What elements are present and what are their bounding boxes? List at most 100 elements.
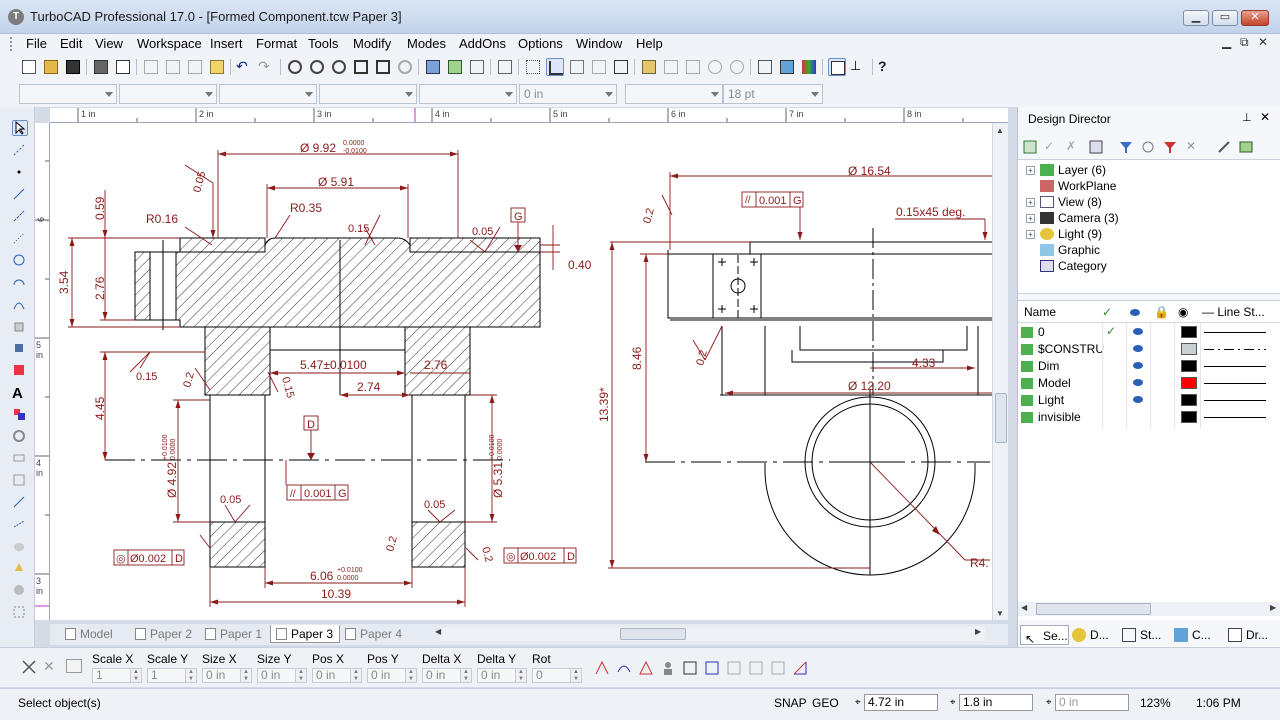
tab-paper-2[interactable]: Paper 2 — [130, 625, 200, 643]
list-item[interactable]: Model — [1018, 375, 1280, 392]
spinner-icon[interactable]: ▲▼ — [350, 668, 362, 683]
layer-combo[interactable] — [319, 84, 417, 104]
layer-color-swatch[interactable] — [1181, 394, 1197, 406]
tree-item-layer[interactable]: Layer (6) — [1058, 163, 1107, 177]
zoom-window-icon[interactable] — [330, 58, 348, 76]
tree-item-workplane[interactable]: WorkPlane — [1058, 179, 1117, 193]
spinner-icon[interactable]: ▲▼ — [240, 668, 252, 683]
pos-x-input[interactable]: 0 in — [312, 668, 352, 683]
layer-line-style[interactable] — [1204, 349, 1266, 350]
line-width-combo[interactable] — [219, 84, 317, 104]
spinner-icon[interactable]: ▲▼ — [570, 668, 582, 683]
zoom-previous-icon[interactable] — [396, 58, 414, 76]
cut-icon[interactable] — [142, 58, 160, 76]
rotate-icon[interactable] — [616, 660, 632, 676]
list-header-check-icon[interactable]: ✓ — [1102, 305, 1113, 319]
menu-file[interactable]: File — [26, 36, 47, 51]
hatch-tool-icon[interactable] — [12, 363, 28, 379]
size-x-input[interactable]: 0 in — [202, 668, 242, 683]
grid-frame-icon[interactable] — [726, 660, 742, 676]
scroll-down-icon[interactable]: ▼ — [996, 609, 1004, 618]
hscroll-thumb[interactable] — [620, 628, 686, 640]
expand-icon[interactable] — [748, 660, 764, 676]
point-tool-icon[interactable] — [12, 143, 28, 159]
x-coordinate-field[interactable]: 4.72 in — [864, 694, 938, 711]
delete-item-icon[interactable]: ✗ — [1066, 139, 1077, 153]
horizontal-ruler[interactable]: 1 in 2 in 3 in 4 in 5 in 6 in 7 in 8 in — [50, 108, 1008, 123]
triangle-icon[interactable] — [638, 660, 654, 676]
measure-tool-icon[interactable] — [12, 517, 28, 533]
layer-list-hscrollbar[interactable]: ◀ ▶ — [1018, 602, 1280, 616]
box-3d-icon[interactable] — [12, 319, 28, 335]
pen-color-combo[interactable] — [19, 84, 117, 104]
spell-check-icon[interactable] — [496, 58, 514, 76]
format-painter-icon[interactable] — [208, 58, 226, 76]
thickness-combo[interactable]: 0 in — [519, 84, 617, 104]
layer-props-icon[interactable] — [1088, 139, 1104, 155]
3d-shape-icon[interactable] — [12, 539, 28, 555]
table-grid-icon[interactable] — [66, 659, 82, 673]
layer-line-style[interactable] — [1204, 417, 1266, 418]
zoom-extents-icon[interactable] — [352, 58, 370, 76]
mdi-minimize-icon[interactable]: ▁ — [1222, 35, 1232, 49]
drawing-canvas[interactable]: Ø 9.92 0.0000 -0.0100 Ø 5.91 R0.16 R0.35… — [50, 123, 992, 620]
layer-icon[interactable] — [424, 58, 442, 76]
angle-icon[interactable] — [792, 660, 808, 676]
tools-icon[interactable] — [1216, 139, 1232, 155]
menu-options[interactable]: Options — [518, 36, 563, 51]
single-line-tool-icon[interactable] — [12, 165, 28, 181]
list-item[interactable]: 0 ✓ — [1018, 324, 1280, 341]
line-style-combo[interactable] — [119, 84, 217, 104]
tree-item-view[interactable]: View (8) — [1058, 195, 1102, 209]
spinner-icon[interactable]: ▲▼ — [295, 668, 307, 683]
layer-line-style[interactable] — [1204, 366, 1266, 367]
menu-modify[interactable]: Modify — [353, 36, 392, 51]
tree-item-camera[interactable]: Camera (3) — [1058, 211, 1119, 225]
construction-icon[interactable] — [590, 58, 608, 76]
undo-icon[interactable]: ↶ — [236, 58, 248, 74]
spinner-icon[interactable]: ▲▼ — [460, 668, 472, 683]
paint-bucket-icon[interactable] — [12, 561, 28, 577]
tree-expand-icon[interactable]: + — [1026, 198, 1035, 207]
pos-y-input[interactable]: 0 in — [367, 668, 407, 683]
paste-icon[interactable] — [186, 58, 204, 76]
menu-insert[interactable]: Insert — [210, 36, 243, 51]
workplane-icon[interactable]: ⊥ — [850, 58, 862, 73]
palette-icon[interactable] — [778, 58, 796, 76]
tree-item-graphic[interactable]: Graphic — [1058, 243, 1101, 257]
zoom-page-icon[interactable] — [374, 58, 392, 76]
list-header-name[interactable]: Name — [1024, 305, 1057, 319]
dd-tab-colors[interactable]: C... — [1170, 625, 1211, 645]
settings-icon[interactable] — [1140, 139, 1156, 155]
frame-icon[interactable] — [682, 660, 698, 676]
circle-tool-icon[interactable] — [12, 253, 28, 269]
list-item[interactable]: invisible — [1018, 409, 1280, 426]
pen-icon[interactable] — [468, 58, 486, 76]
grid-icon[interactable] — [524, 58, 542, 76]
snap-toggle[interactable]: SNAP — [774, 696, 807, 710]
open-folder-icon[interactable] — [42, 58, 60, 76]
mdi-close-icon[interactable]: ✕ — [1258, 35, 1269, 49]
gear-icon[interactable] — [12, 429, 28, 445]
print-icon[interactable] — [92, 58, 110, 76]
construction-line-icon[interactable] — [12, 231, 28, 247]
dimension-tool-icon[interactable] — [12, 495, 28, 511]
spinner-icon[interactable]: ▲▼ — [405, 668, 417, 683]
layer-line-style[interactable] — [1204, 332, 1266, 333]
transform-tool-icon[interactable] — [12, 473, 28, 489]
font-combo[interactable] — [625, 84, 723, 104]
text-size-combo[interactable]: 18 pt — [723, 84, 823, 104]
delta-x-input[interactable]: 0 in — [422, 668, 462, 683]
tab-paper-4[interactable]: Paper 4 — [340, 625, 410, 643]
insert-object-icon[interactable] — [756, 58, 774, 76]
scroll-up-icon[interactable]: ▲ — [996, 126, 1004, 135]
refresh-icon[interactable] — [1022, 139, 1038, 155]
spinner-icon[interactable]: ▲▼ — [185, 668, 197, 683]
tree-expand-icon[interactable]: + — [1026, 166, 1035, 175]
tree-expand-icon[interactable]: + — [1026, 214, 1035, 223]
stretch-icon[interactable] — [770, 660, 786, 676]
layer-line-style[interactable] — [1204, 400, 1266, 401]
sphere-tool-icon[interactable] — [12, 583, 28, 599]
menu-modes[interactable]: Modes — [407, 36, 447, 51]
menu-workspace[interactable]: Workspace — [137, 36, 202, 51]
